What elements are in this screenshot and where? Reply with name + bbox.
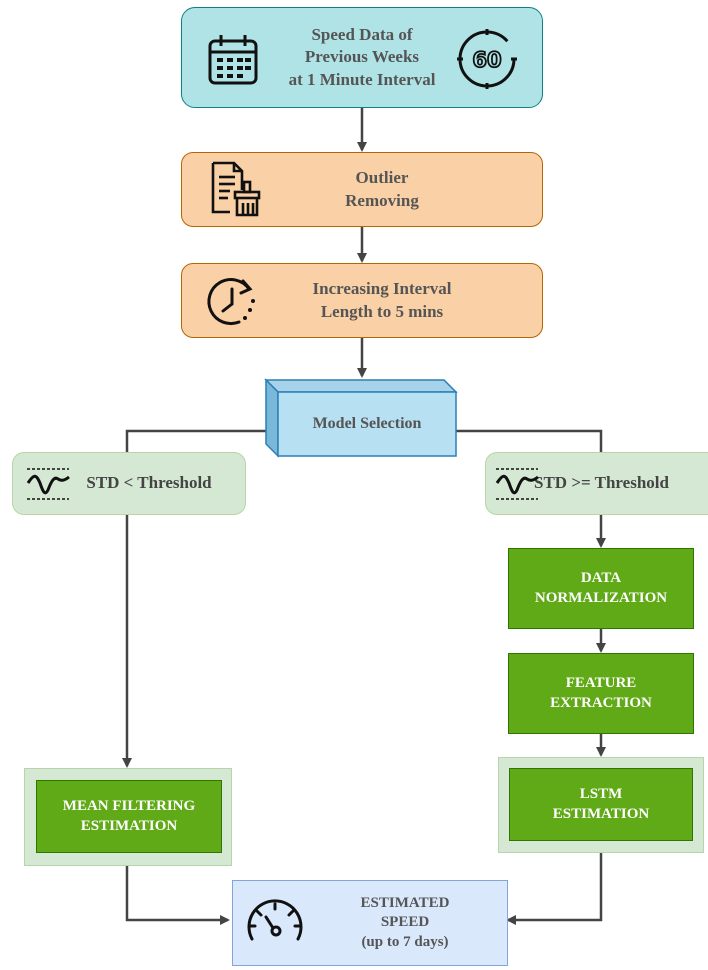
std-high-label: STD >= Threshold <box>534 473 669 493</box>
std-low-node: STD < Threshold <box>12 452 246 515</box>
arrow-mean-to-estimated <box>125 866 230 925</box>
timer-60-text: 60 <box>472 48 501 72</box>
speed-data-node: Speed Data of Previous Weeks at 1 Minute… <box>181 7 543 108</box>
timer-60-icon: 60 <box>457 29 517 89</box>
mean-filtering-node: MEAN FILTERING ESTIMATION <box>36 780 222 853</box>
lstm-label: LSTM ESTIMATION <box>552 786 650 822</box>
estimated-label: ESTIMATED SPEED (up to 7 days) <box>360 894 450 950</box>
signal-threshold-icon <box>26 468 70 500</box>
line-model-to-std-low <box>125 429 267 452</box>
arrow-lstm-to-estimated <box>506 853 603 925</box>
feature-extraction-node: FEATURE EXTRACTION <box>508 653 694 734</box>
lstm-estimation-node: LSTM ESTIMATION <box>509 768 693 841</box>
calendar-icon <box>208 35 258 85</box>
outlier-label: Outlier Removing <box>345 168 419 210</box>
model-selection-node: Model Selection <box>278 392 456 456</box>
speedometer-icon <box>247 899 303 941</box>
std-low-label: STD < Threshold <box>86 473 212 493</box>
std-high-node: STD >= Threshold <box>485 452 708 515</box>
interval-label: Increasing Interval Length to 5 mins <box>312 279 452 321</box>
model-selection-cube <box>264 378 458 458</box>
document-clean-icon <box>211 161 261 217</box>
normalization-label: DATA NORMALIZATION <box>534 570 668 606</box>
speed-data-label: Speed Data of Previous Weeks at 1 Minute… <box>288 25 436 89</box>
mean-filter-label: MEAN FILTERING ESTIMATION <box>62 798 196 834</box>
increasing-interval-node: Increasing Interval Length to 5 mins <box>181 263 543 338</box>
clock-refresh-icon <box>207 278 255 326</box>
line-model-to-std-high <box>455 429 603 452</box>
estimated-speed-node: ESTIMATED SPEED (up to 7 days) <box>232 880 508 966</box>
signal-threshold-icon <box>495 468 539 500</box>
feature-label: FEATURE EXTRACTION <box>550 675 652 711</box>
model-selection-label: Model Selection <box>312 414 422 432</box>
data-normalization-node: DATA NORMALIZATION <box>508 548 694 629</box>
